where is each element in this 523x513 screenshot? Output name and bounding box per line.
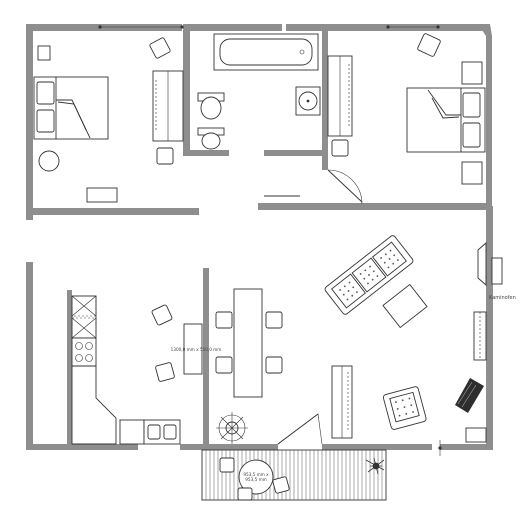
window-markers: [98, 25, 442, 456]
doors: [264, 169, 363, 445]
nightstand-right-top: [461, 61, 483, 85]
chair-left: [156, 147, 174, 165]
wall-bath-left: [183, 24, 190, 156]
wall-bath-bottom-right: [264, 150, 324, 156]
wall-right-upper: [478, 24, 492, 206]
door-swing-corridor: [327, 169, 363, 205]
armchair-living: [382, 386, 427, 430]
kitchen-counter: [71, 365, 117, 445]
stove: [71, 337, 97, 367]
round-table-label-1: 953,5 mm x: [243, 472, 269, 477]
dining-chair-4: [265, 356, 283, 374]
wall-top-mid: [190, 24, 282, 31]
kitchen-cabinet-bottom: [119, 419, 145, 445]
balcony: 953,5 mm x 953,5 mm: [201, 449, 387, 501]
fireplace: Kaminofen: [477, 242, 516, 301]
wall-top-left: [26, 24, 182, 31]
wall-bottom-right-a: [322, 444, 432, 450]
armchair-left: [149, 37, 171, 59]
wall-corridor-bottom: [258, 203, 486, 210]
wall-left-upper: [26, 24, 33, 220]
bedroom-left: [33, 37, 184, 203]
wall-bottom-right-b: [440, 444, 493, 450]
kaminofen-label: Kaminofen: [489, 295, 516, 301]
coffee-table: [382, 283, 428, 329]
plant-balcony: [365, 457, 385, 475]
wall-bedroom-left-bottom: [33, 208, 199, 215]
armchair-dining-bottom: [155, 362, 175, 382]
round-table-label-2: 953,5 mm: [245, 477, 266, 482]
kitchen-cabinet-top: [71, 295, 97, 339]
armchair-right: [417, 33, 441, 57]
wall-bath-right: [322, 24, 328, 156]
small-cabinet: [465, 427, 487, 443]
wall-left-lower: [26, 262, 33, 450]
sink: [143, 419, 181, 445]
plant-dining: [216, 412, 248, 444]
round-stool: [38, 150, 60, 172]
balcony-chair-1: [219, 457, 235, 473]
bathroom: [197, 33, 321, 150]
double-bed-left: [33, 76, 109, 140]
dining-table: [233, 288, 263, 398]
chest: [86, 187, 118, 203]
nightstand-right-bottom: [461, 161, 483, 185]
sofa: [324, 235, 414, 315]
wall-bottom-mid: [180, 444, 278, 450]
dining: 1300,0 mm x 550,0 mm: [151, 288, 283, 444]
bidet: [197, 127, 225, 150]
chair-right: [331, 139, 349, 157]
dining-chair-3: [265, 311, 283, 329]
wardrobe-left: [152, 70, 184, 142]
wall-bottom-kitchen: [26, 444, 138, 450]
wall-top-right: [286, 24, 486, 31]
piano-bench: [455, 378, 484, 413]
wall-kitchen-inner: [67, 290, 72, 450]
kitchen: [71, 295, 181, 445]
wall-door-jamb: [322, 150, 328, 170]
living: Kaminofen: [324, 235, 516, 443]
bathtub: [213, 33, 319, 71]
walls: [26, 24, 493, 450]
washbasin: [295, 86, 321, 116]
dining-chair-1: [215, 311, 233, 329]
table-dimension-label: 1300,0 mm x 550,0 mm: [171, 347, 222, 352]
balcony-chair-3: [237, 487, 253, 501]
balcony-chair-2: [272, 476, 290, 494]
wall-dining-partition: [203, 268, 209, 450]
wall-bath-bottom-left: [183, 150, 229, 156]
armchair-dining-top: [151, 304, 173, 326]
bedroom-right: [327, 33, 486, 185]
door-leaf-corridor: [327, 169, 363, 203]
wardrobe-right: [327, 55, 353, 137]
dining-chair-2: [215, 356, 233, 374]
double-bed-right: [406, 87, 486, 153]
round-table-balcony: 953,5 mm x 953,5 mm: [238, 459, 274, 495]
side-table-left: [183, 323, 203, 375]
nightstand: [37, 45, 51, 61]
wall-right-lower: [486, 206, 493, 450]
toilet: [197, 92, 225, 120]
door-swing-balcony: [277, 413, 323, 445]
